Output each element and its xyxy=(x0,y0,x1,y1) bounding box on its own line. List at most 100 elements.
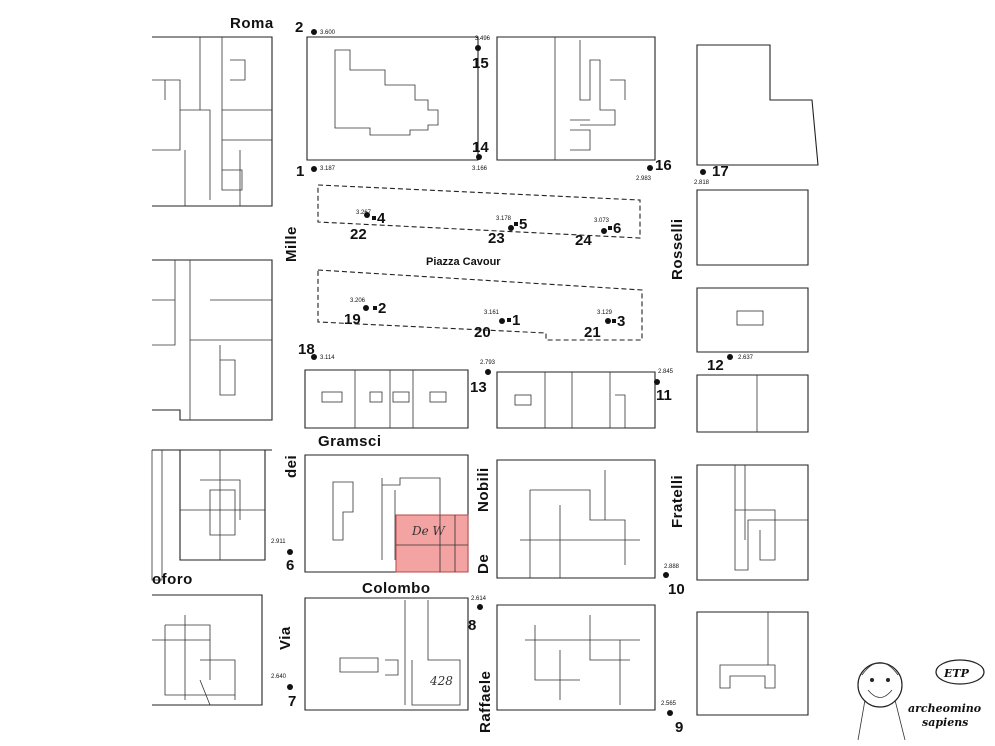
point-number: 18 xyxy=(298,341,315,358)
street-dei: dei xyxy=(283,455,300,478)
point-number: 15 xyxy=(472,55,489,72)
point-number: 1 xyxy=(296,163,304,180)
street-via: Via xyxy=(277,626,294,650)
survey-point: 2 3.600 xyxy=(295,19,336,36)
archeomino-logo: ETP archeomino sapiens xyxy=(857,659,985,741)
point-number: 13 xyxy=(470,379,487,396)
street-raffaele: Raffaele xyxy=(477,671,494,733)
street-cristoforo: oforo xyxy=(152,571,193,588)
point-dot xyxy=(508,225,514,231)
point-elevation: 2.818 xyxy=(694,180,710,186)
point-number: 12 xyxy=(707,357,724,374)
point-number: 2 xyxy=(295,19,303,36)
point-number: 22 xyxy=(350,226,367,243)
point-elevation: 3.129 xyxy=(597,310,613,316)
square-number: 6 xyxy=(613,220,621,237)
point-dot xyxy=(601,228,607,234)
point-elevation: 2.565 xyxy=(661,701,677,707)
square-dot xyxy=(608,226,612,230)
point-elevation: 2.614 xyxy=(471,596,487,602)
survey-point: 12 2.637 xyxy=(707,354,754,374)
street-fratelli: Fratelli xyxy=(669,475,686,528)
point-dot xyxy=(476,154,482,160)
point-elevation: 2.983 xyxy=(636,176,652,182)
street-colombo: Colombo xyxy=(362,580,431,597)
point-elevation: 3.206 xyxy=(350,298,366,304)
point-dot xyxy=(477,604,483,610)
point-dot xyxy=(287,549,293,555)
square-dot xyxy=(507,318,511,322)
point-elevation: 2.888 xyxy=(664,564,680,570)
square-marker: 6 xyxy=(608,220,621,237)
logo-line1: archeomino xyxy=(908,702,981,715)
point-elevation: 2.793 xyxy=(480,360,496,366)
point-number: 6 xyxy=(286,557,294,574)
point-elevation: 2.640 xyxy=(271,674,287,680)
point-elevation: 3.496 xyxy=(475,36,491,42)
square-marker: 5 xyxy=(514,216,527,233)
survey-point: 82.614 xyxy=(468,596,487,634)
survey-point: 15 3.496 xyxy=(472,36,491,72)
point-dot xyxy=(363,305,369,311)
top-center-block xyxy=(306,36,819,166)
logo-line2: sapiens xyxy=(922,716,968,729)
street-roma: Roma xyxy=(230,15,274,32)
lower-center-blocks xyxy=(304,454,656,711)
point-dot xyxy=(667,710,673,716)
logo-badge: ETP xyxy=(943,667,970,680)
square-dot xyxy=(514,222,518,226)
square-marker: 2 xyxy=(373,300,386,317)
survey-point: 13 2.793 xyxy=(470,360,496,396)
point-dot xyxy=(475,45,481,51)
point-elevation: 3.166 xyxy=(472,166,488,172)
square-number: 1 xyxy=(512,312,520,329)
survey-point: 62.911 xyxy=(271,539,294,574)
middle-row-blocks xyxy=(304,369,656,429)
point-dot xyxy=(311,354,317,360)
survey-point: 9 2.565 xyxy=(661,701,683,736)
street-de: De xyxy=(475,554,492,574)
square-dot xyxy=(612,319,616,323)
square-number: 3 xyxy=(617,313,625,330)
point-dot xyxy=(663,572,669,578)
point-dot xyxy=(727,354,733,360)
point-dot xyxy=(311,29,317,35)
street-mille: Mille xyxy=(283,226,300,262)
point-elevation: 2.637 xyxy=(738,355,754,361)
point-number: 10 xyxy=(668,581,685,598)
survey-point: 243.073 xyxy=(575,218,610,249)
piazza-cavour-blocks xyxy=(317,184,643,341)
point-number: 19 xyxy=(344,311,361,328)
handwritten-number: 428 xyxy=(429,674,453,688)
point-dot xyxy=(287,684,293,690)
highlighted-building: De W xyxy=(395,514,469,573)
survey-point: 72.640 xyxy=(271,674,296,710)
point-elevation: 3.267 xyxy=(356,210,372,216)
point-dot xyxy=(647,165,653,171)
highlight-label: De W xyxy=(411,524,447,538)
right-blocks xyxy=(696,189,809,716)
survey-point: 22 3.267 xyxy=(350,210,372,243)
point-number: 20 xyxy=(474,324,491,341)
square-number: 5 xyxy=(519,216,527,233)
point-elevation: 3.178 xyxy=(496,216,512,222)
survey-point: 14 3.166 xyxy=(472,139,489,172)
point-dot xyxy=(364,212,370,218)
point-number: 9 xyxy=(675,719,683,736)
survey-point: 10 2.888 xyxy=(663,564,685,598)
point-dot xyxy=(499,318,505,324)
point-elevation: 3.600 xyxy=(320,30,336,36)
point-number: 11 xyxy=(656,387,672,404)
point-dot xyxy=(700,169,706,175)
survey-point: 162.983 xyxy=(636,157,672,182)
point-number: 23 xyxy=(488,230,505,247)
survey-point: 112.845 xyxy=(654,369,674,404)
square-dot xyxy=(373,306,377,310)
point-number: 14 xyxy=(472,139,489,156)
point-dot xyxy=(311,166,317,172)
square-number: 4 xyxy=(377,210,386,227)
